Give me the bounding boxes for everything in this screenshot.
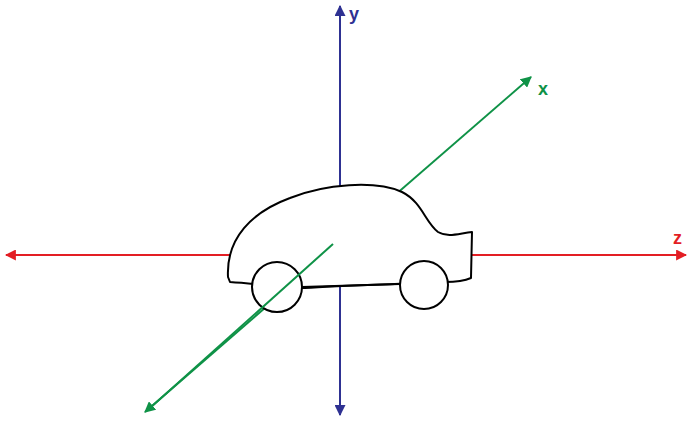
x-axis [145,77,531,412]
car-sill [302,284,400,287]
front-wheel [252,262,302,312]
x-axis-front [150,244,333,408]
z-axis-label: z [673,229,682,247]
y-axis-label: y [349,5,359,23]
rear-wheel [400,261,448,309]
x-axis-label: x [538,80,548,98]
